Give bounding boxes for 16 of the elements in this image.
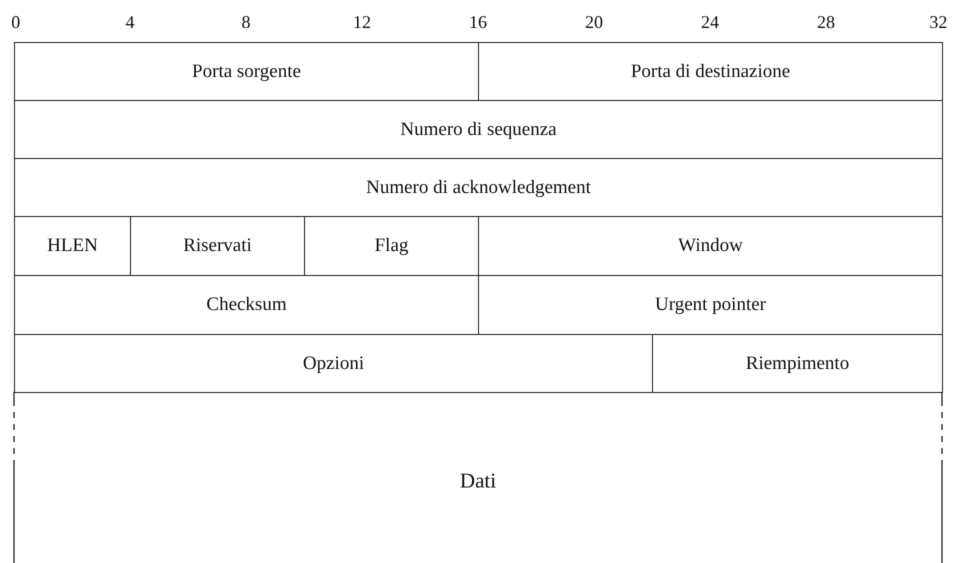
bit-number: 24 [701, 12, 719, 33]
bit-number: 28 [817, 12, 835, 33]
bit-number: 16 [469, 12, 487, 33]
data-label: Dati [460, 468, 496, 494]
header-field-cell: Opzioni [14, 334, 653, 393]
header-field-cell: Numero di acknowledgement [14, 158, 943, 217]
header-field-cell: Numero di sequenza [14, 100, 943, 159]
header-field-cell: Riempimento [652, 334, 943, 393]
bit-number: 20 [585, 12, 603, 33]
bit-number: 4 [126, 12, 134, 33]
bit-number: 0 [11, 12, 20, 33]
header-field-cell: Porta di destinazione [478, 42, 943, 101]
bit-number: 12 [353, 12, 371, 33]
bit-number: 8 [242, 12, 250, 33]
header-field-cell: Porta sorgente [14, 42, 479, 101]
bit-number: 32 [929, 12, 948, 33]
